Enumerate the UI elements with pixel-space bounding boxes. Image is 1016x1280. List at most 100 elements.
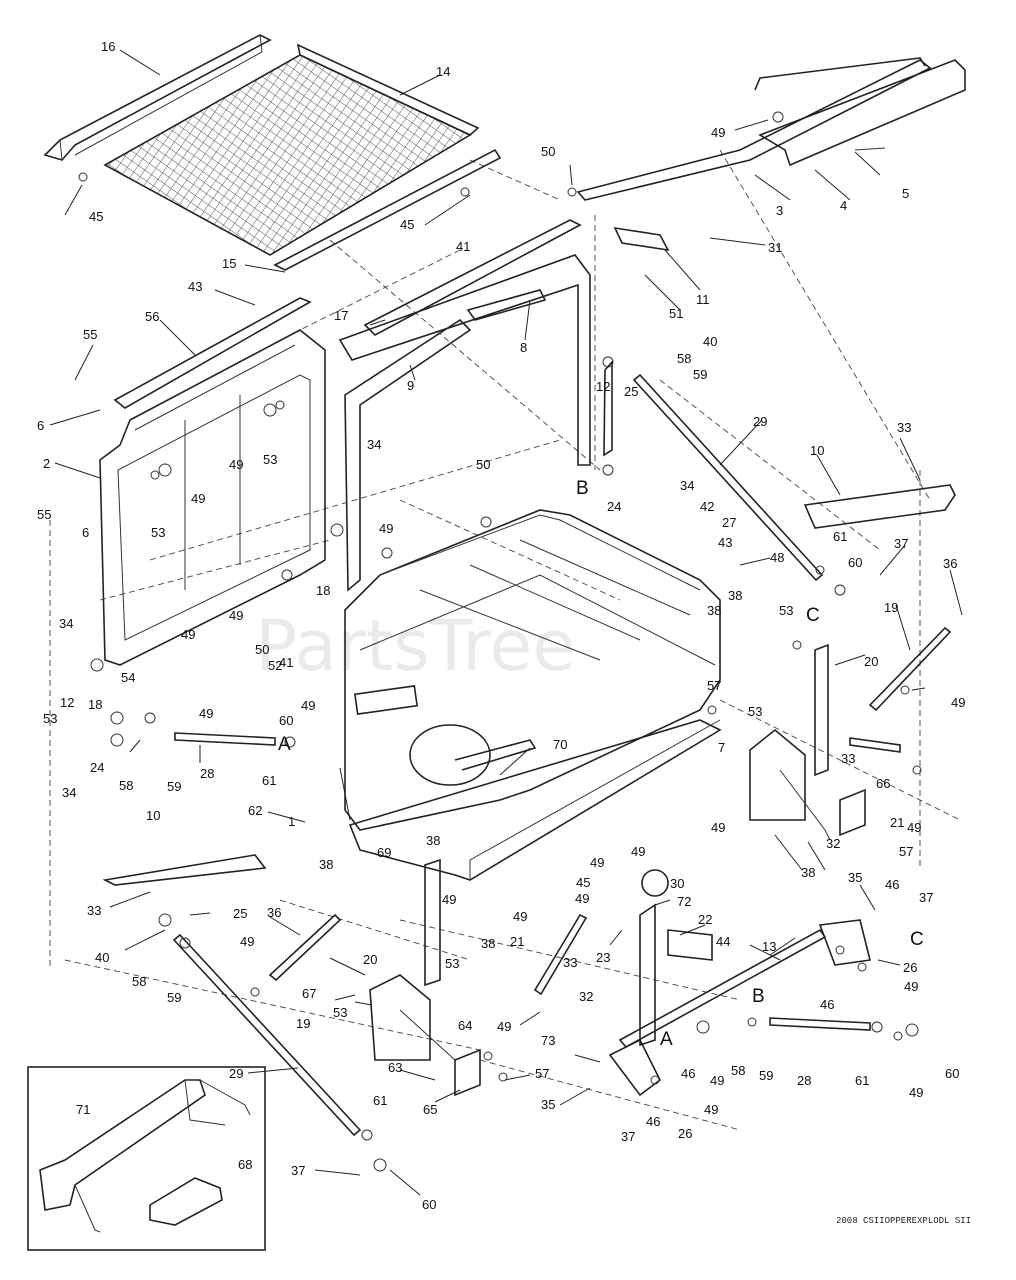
- callout-20b: 20: [363, 952, 377, 967]
- callout-17: 17: [334, 308, 348, 323]
- callout-33d: 33: [563, 955, 577, 970]
- callout-29b: 29: [229, 1066, 243, 1081]
- callout-53g: 53: [333, 1005, 347, 1020]
- callout-7: 7: [718, 740, 725, 755]
- callout-1: 1: [288, 814, 295, 829]
- callout-18b: 18: [88, 697, 102, 712]
- callout-16: 16: [101, 39, 115, 54]
- bar-12: [603, 359, 613, 457]
- bracket-11: [613, 226, 670, 252]
- callout-41b: 41: [279, 655, 293, 670]
- callout-33c: 33: [87, 903, 101, 918]
- callout-32b: 32: [579, 989, 593, 1004]
- callout-14: 14: [436, 64, 450, 79]
- callout-49-t: 49: [710, 1073, 724, 1088]
- callout-48: 48: [770, 550, 784, 565]
- callout-49-v: 49: [909, 1085, 923, 1100]
- callout-50c: 50: [255, 642, 269, 657]
- callout-2: 2: [43, 456, 50, 471]
- inset-box: [27, 1066, 266, 1251]
- callout-37: 37: [894, 536, 908, 551]
- callout-10b: 10: [146, 808, 160, 823]
- ref-letter-B: B: [576, 478, 589, 499]
- callout-57c: 57: [535, 1066, 549, 1081]
- callout-10: 10: [810, 443, 824, 458]
- callout-21: 21: [890, 815, 904, 830]
- callout-34d: 34: [62, 785, 76, 800]
- callout-63: 63: [388, 1060, 402, 1075]
- callout-58: 58: [677, 351, 691, 366]
- callout-46: 46: [885, 877, 899, 892]
- callout-49-g: 49: [199, 706, 213, 721]
- callout-13: 13: [762, 939, 776, 954]
- link-26: [608, 1038, 662, 1097]
- handle-70: [454, 739, 537, 771]
- callout-45: 45: [89, 209, 103, 224]
- callout-5: 5: [902, 186, 909, 201]
- rod-28-right: [769, 1017, 871, 1031]
- callout-38: 38: [728, 588, 742, 603]
- tank-badge: [353, 685, 419, 715]
- callout-60c: 60: [945, 1066, 959, 1081]
- callout-44: 44: [716, 934, 730, 949]
- callout-60d: 60: [422, 1197, 436, 1212]
- callout-22: 22: [698, 912, 712, 927]
- bar-10-right: [803, 484, 956, 529]
- callout-35b: 35: [541, 1097, 555, 1112]
- callout-68: 68: [238, 1157, 252, 1172]
- rod-21-right: [849, 737, 901, 753]
- callout-24: 24: [607, 499, 621, 514]
- bar-17: [363, 219, 582, 336]
- callout-61b: 61: [262, 773, 276, 788]
- rods: [172, 373, 952, 1137]
- callout-50b: 50: [476, 457, 490, 472]
- base-frame: [102, 484, 956, 1097]
- grating-assembly: [43, 34, 502, 271]
- callout-41: 41: [456, 239, 470, 254]
- rail-56: [113, 297, 312, 409]
- rod-28-left: [174, 732, 276, 746]
- callout-64: 64: [458, 1018, 472, 1033]
- callout-35: 35: [848, 870, 862, 885]
- bracket-65: [454, 1048, 481, 1097]
- callout-49-f: 49: [181, 627, 195, 642]
- callout-33b: 33: [841, 751, 855, 766]
- callout-49-d: 49: [379, 521, 393, 536]
- callout-37d: 37: [291, 1163, 305, 1178]
- callout-31: 31: [768, 240, 782, 255]
- callout-71: 71: [76, 1102, 90, 1117]
- callout-50: 50: [541, 144, 555, 159]
- post-20-left: [424, 858, 441, 987]
- watermark-text: PartsTree: [255, 605, 576, 687]
- rod-21: [533, 913, 588, 996]
- callout-53d: 53: [779, 603, 793, 618]
- callout-67: 67: [302, 986, 316, 1001]
- construction-lines: [49, 149, 961, 1131]
- callout-49-p: 49: [575, 891, 589, 906]
- callout-36: 36: [943, 556, 957, 571]
- callout-18: 18: [316, 583, 330, 598]
- callout-8: 8: [520, 340, 527, 355]
- callout-43b: 43: [718, 535, 732, 550]
- callout-45c: 45: [576, 875, 590, 890]
- callout-73: 73: [541, 1033, 555, 1048]
- callout-34: 34: [680, 478, 694, 493]
- callout-57: 57: [707, 678, 721, 693]
- grating-14: [103, 54, 472, 256]
- callout-43: 43: [188, 279, 202, 294]
- callout-56: 56: [145, 309, 159, 324]
- callout-53e: 53: [748, 704, 762, 719]
- callout-59: 59: [693, 367, 707, 382]
- ref-letter-A2: A: [660, 1029, 673, 1050]
- callout-38d: 38: [319, 857, 333, 872]
- callout-34b: 34: [367, 437, 381, 452]
- ref-letter-A: A: [278, 734, 291, 755]
- callout-25: 25: [624, 384, 638, 399]
- callout-38f: 38: [481, 936, 495, 951]
- callout-11: 11: [696, 292, 710, 307]
- callout-46d: 46: [646, 1114, 660, 1129]
- callout-21b: 21: [510, 934, 524, 949]
- rod-19-left: [268, 913, 342, 982]
- callout-25b: 25: [233, 906, 247, 921]
